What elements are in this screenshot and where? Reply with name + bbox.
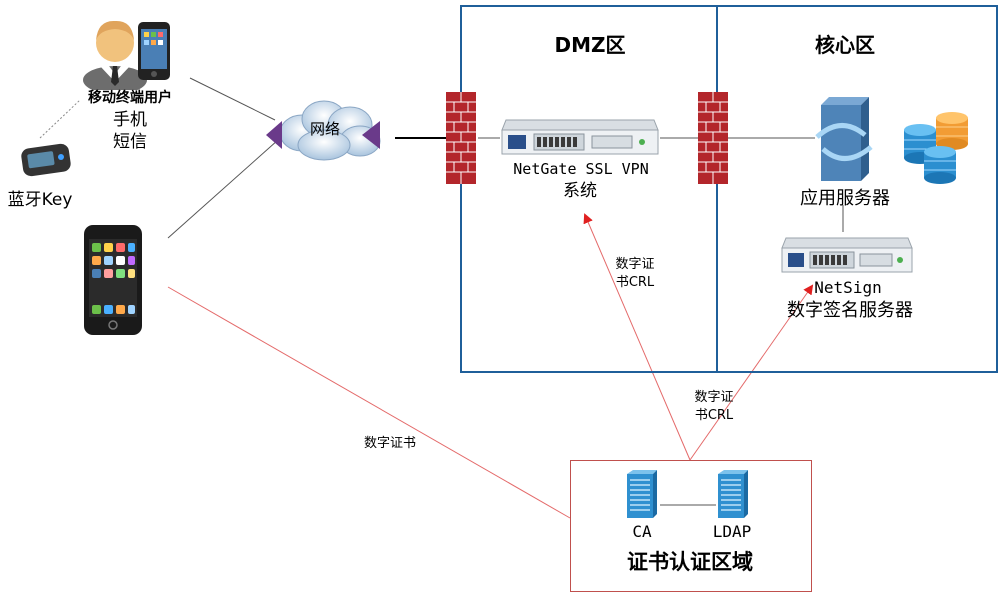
mobile-user-label: 移动终端用户 <box>88 90 172 106</box>
firewall-core-icon <box>698 92 728 188</box>
firewall-dmz-icon <box>446 92 476 188</box>
network-label: 网络 <box>309 120 340 138</box>
core-title: 核心区 <box>815 33 875 57</box>
link-bt-user <box>39 99 81 139</box>
netsign-appliance-icon <box>780 236 914 280</box>
cert-zone <box>570 460 812 592</box>
vpn-appliance-icon <box>500 118 660 162</box>
ldap-server-icon <box>716 470 750 524</box>
smartphone-small-icon <box>138 22 170 84</box>
bluetooth-key-icon <box>20 140 74 184</box>
sms-label: 短信 <box>113 132 147 152</box>
link-cert-netsign <box>689 284 814 461</box>
netsign-label-line2: 数字签名服务器 <box>787 300 913 321</box>
edge-label-cert-netsign-line1: 数字证 <box>694 390 734 405</box>
edge-label-cert-vpn-line1: 数字证 <box>615 257 655 272</box>
bluetooth-key-label: 蓝牙Key <box>7 190 73 210</box>
ldap-label: LDAP <box>712 522 752 541</box>
core-zone <box>716 5 998 373</box>
edge-label-cert-netsign-line2: 书CRL <box>694 408 734 423</box>
user-avatar-icon <box>80 10 160 94</box>
link-cert-phone <box>167 286 571 519</box>
database-icon <box>898 110 978 192</box>
dmz-title: DMZ区 <box>554 33 626 57</box>
vpn-label-line2: 系统 <box>563 181 597 201</box>
ca-server-icon <box>625 470 659 524</box>
edge-label-cert-phone: 数字证书 <box>363 436 416 451</box>
netsign-label-line1: NetSign <box>814 278 882 297</box>
link-cert-vpn <box>583 213 691 461</box>
link-user-network <box>189 77 276 121</box>
edge-label-cert-vpn-line2: 书CRL <box>615 275 655 290</box>
phone-label: 手机 <box>113 110 147 130</box>
link-phone-network <box>167 139 279 239</box>
cert-zone-title: 证书认证区域 <box>627 550 753 574</box>
ca-label: CA <box>632 522 652 541</box>
dmz-zone <box>460 5 718 373</box>
application-server-label: 应用服务器 <box>800 188 890 209</box>
vpn-label-line1: NetGate SSL VPN <box>513 160 649 178</box>
network-cloud-icon <box>262 95 402 169</box>
application-server-icon <box>815 97 875 185</box>
smartphone-icon <box>84 225 142 339</box>
